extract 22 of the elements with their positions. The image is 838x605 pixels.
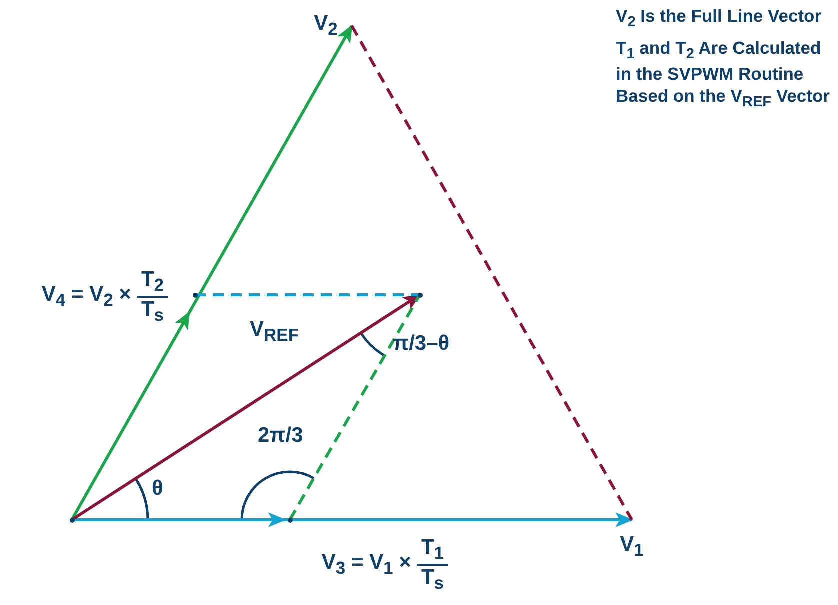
fraction-numerator: T$_{2}$ (137, 268, 168, 298)
formula-text: V$_{4}$ = V$_{2}$ × (42, 283, 132, 311)
vector-label: V$_{1}$ (612, 522, 652, 572)
dashed-line (288, 294, 422, 521)
angle-label: π/3–θ (393, 332, 450, 356)
formula-text: V$_{3}$ = V$_{1}$ × (322, 551, 412, 579)
vector-tip-point (418, 292, 422, 298)
fraction-denominator: T$_{s}$ (421, 566, 444, 594)
angle-label: θ (152, 477, 164, 500)
vector-label: V$_{2}$ (300, 8, 352, 44)
angle-label: 2π/3 (258, 424, 304, 448)
note-text: V$_{2}$ Is the Full Line Vector (616, 6, 823, 32)
dashed-line (195, 294, 420, 296)
note-text: T$_{1}$ and T$_{2}$ Are Calculated in the SVPWM Routine Based on the V$_{REF}$ Vector (616, 38, 831, 112)
fraction-numerator: T$_{1}$ (417, 536, 448, 566)
origin-point (70, 518, 74, 522)
projection-point (192, 292, 198, 298)
fraction-denominator: T$_{s}$ (141, 298, 164, 326)
vector-arrow (70, 24, 354, 521)
dashed-line (350, 25, 634, 521)
projection-point (288, 518, 292, 522)
vector-arrow (72, 512, 634, 528)
